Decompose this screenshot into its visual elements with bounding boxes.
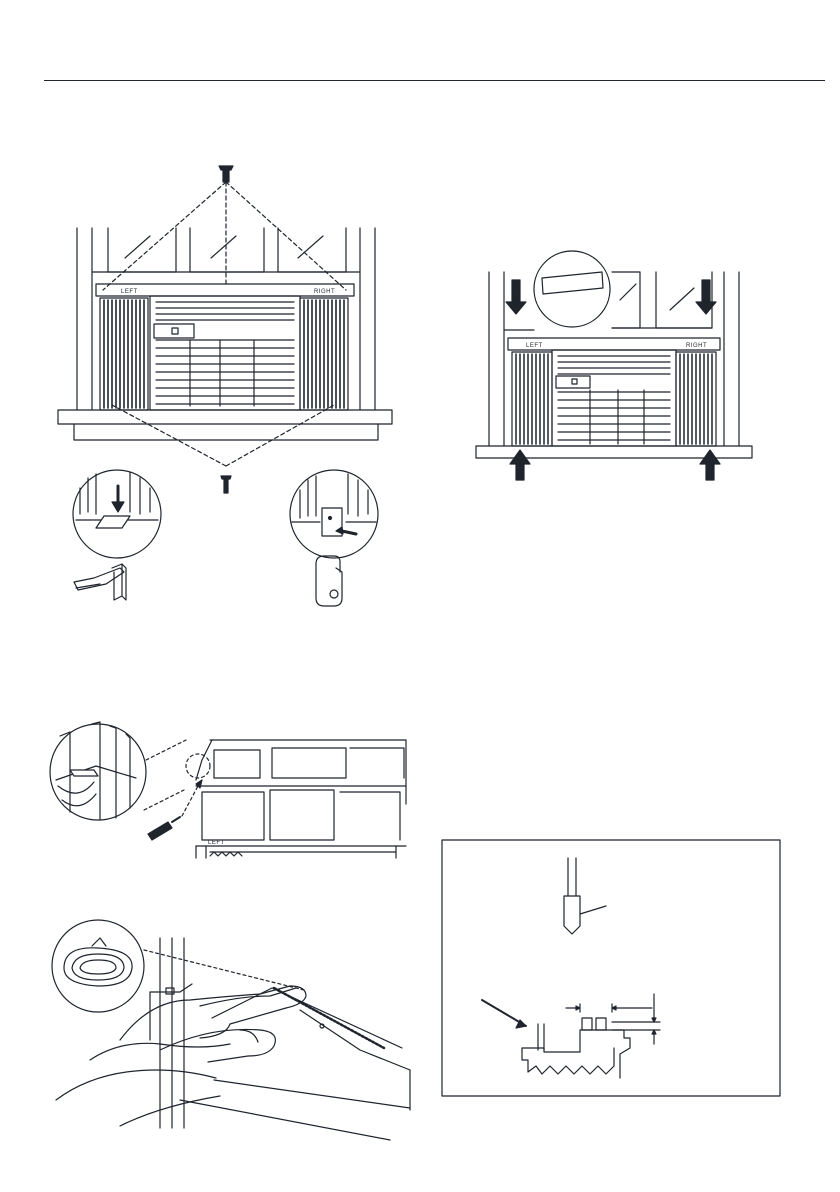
- arrow-down-left-icon: [506, 280, 526, 314]
- detail-circle-foam-roll: [52, 920, 144, 1012]
- figure-boxed-detail: [442, 840, 780, 1096]
- label-right-2: RIGHT: [686, 343, 707, 349]
- screw-icon-bracket: [148, 780, 202, 840]
- detail-circle-bracket-screw: [50, 722, 146, 820]
- label-left: LEFT: [121, 289, 138, 295]
- detail-frame: [442, 840, 780, 1096]
- accordion-panel-right: [300, 298, 348, 410]
- screwdriver-icon: [564, 858, 606, 934]
- screw-icon-bottom: [221, 476, 231, 493]
- window-sill: [58, 410, 392, 424]
- figure-window-unit-close: LEFT RIGHT: [476, 251, 752, 480]
- sill-cross-section: [522, 1018, 630, 1078]
- figure-bracket-screw: LEFT: [50, 722, 406, 858]
- label-right: RIGHT: [314, 289, 335, 295]
- hook-bracket-icon: [316, 556, 342, 606]
- figure-window-unit-screws: LEFT RIGHT: [58, 166, 392, 606]
- ac-cabinet-rear: [196, 740, 406, 858]
- arrow-up-left-icon: [510, 450, 530, 480]
- ac-unit-front: [150, 296, 300, 410]
- label-left-3: LEFT: [208, 840, 225, 846]
- l-bracket-icon: [74, 564, 126, 600]
- label-left-2: LEFT: [526, 343, 543, 349]
- detail-circle-bracket-left: [73, 470, 161, 558]
- figure-foam-seal: [52, 920, 410, 1140]
- detail-circle-weatherstrip: [534, 251, 610, 327]
- screw-icon-top: [219, 166, 233, 182]
- arrow-up-right-icon: [700, 450, 720, 480]
- accordion-panel-left: [100, 298, 148, 410]
- arrow-down-right-icon: [696, 280, 716, 314]
- detail-circle-bracket-right: [290, 470, 378, 558]
- pointer-arrow-icon: [482, 1000, 526, 1028]
